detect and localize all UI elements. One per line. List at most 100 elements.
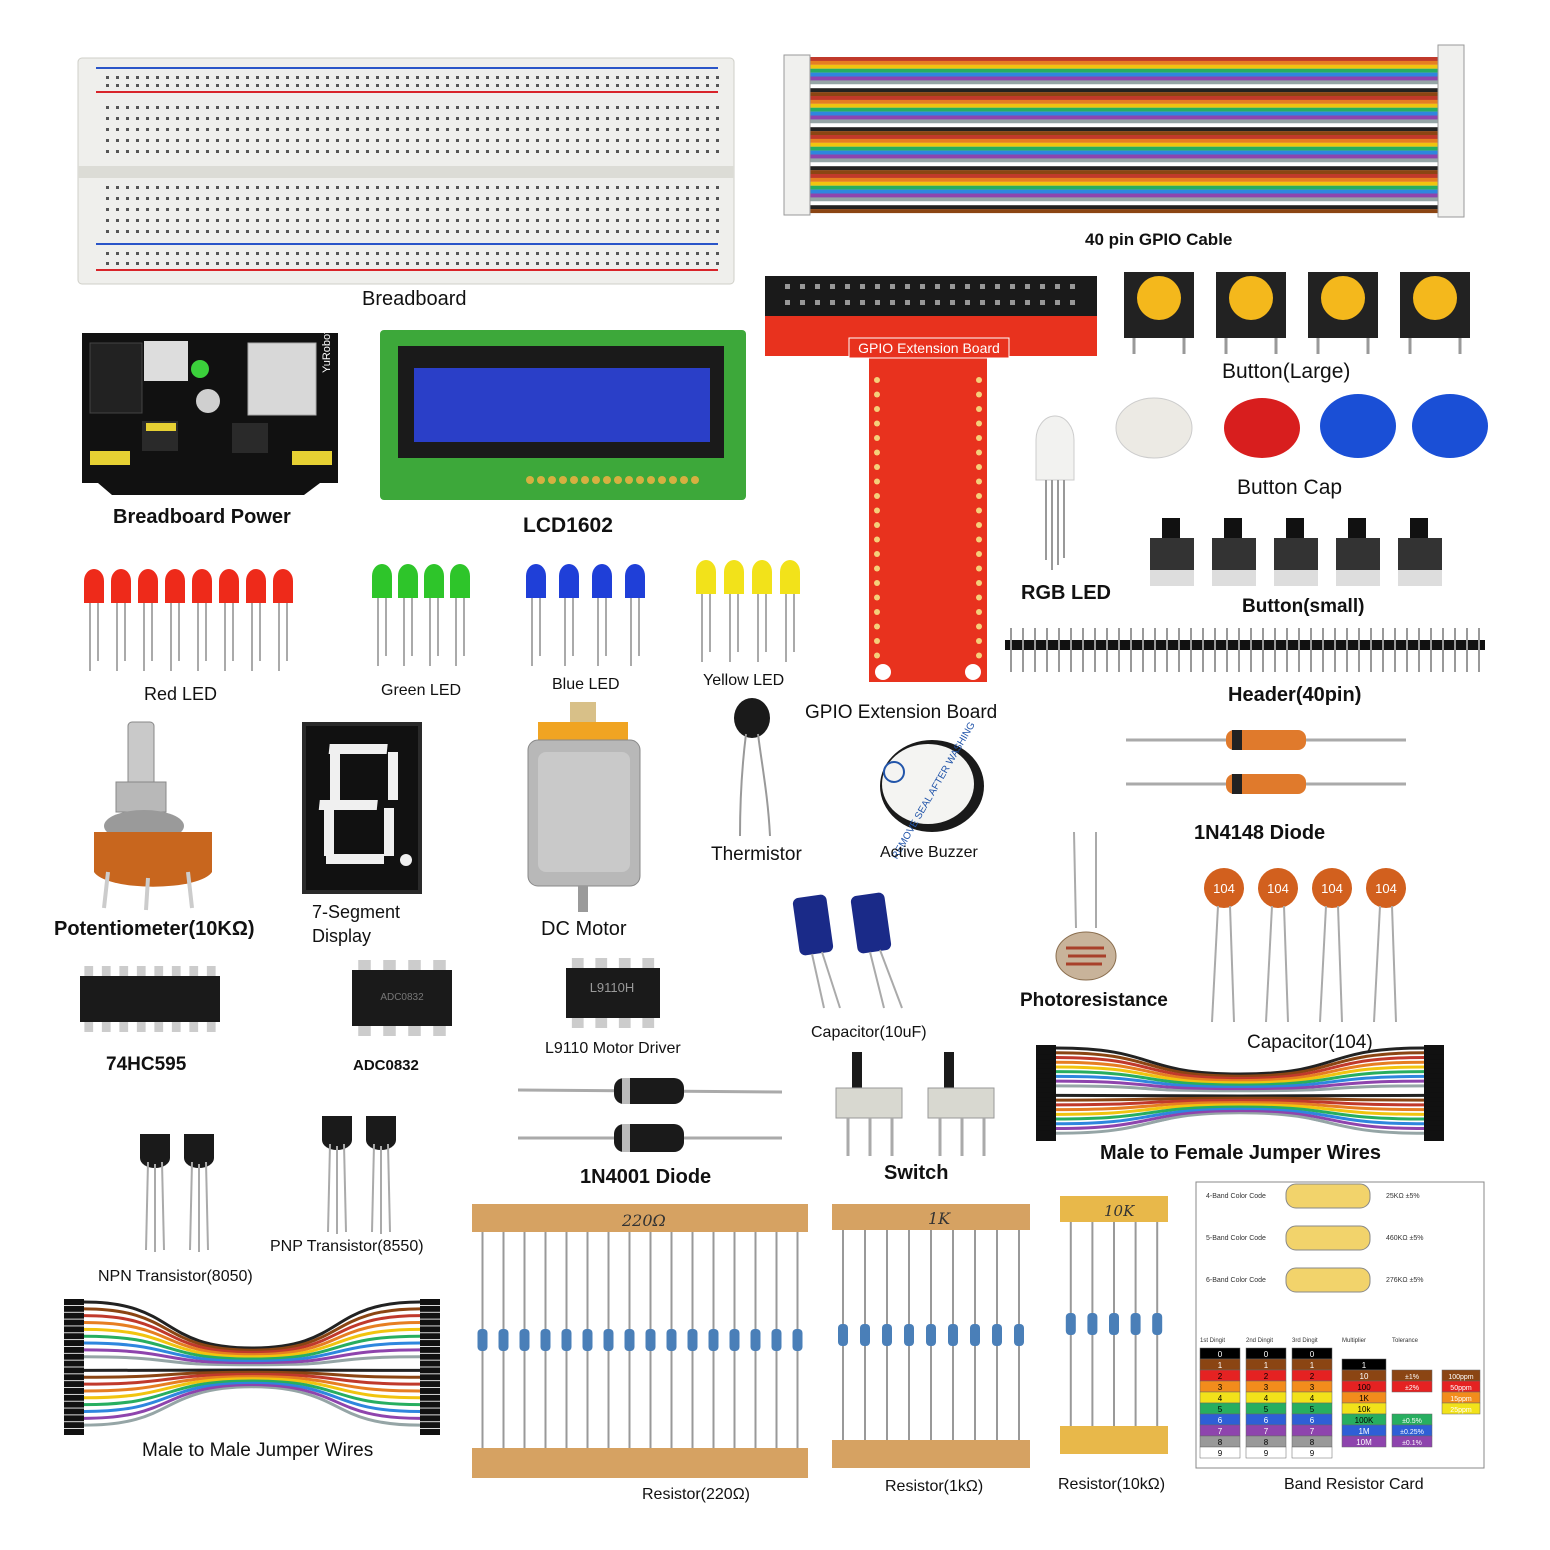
breadboard-hole (116, 117, 119, 120)
breadboard-hole (256, 197, 259, 200)
led (752, 560, 772, 594)
breadboard-hole (226, 76, 229, 79)
led (273, 569, 293, 603)
breadboard-hole (706, 76, 709, 79)
breadboard-hole (296, 262, 299, 265)
breadboard-hole (636, 117, 639, 120)
button-small-body (1398, 538, 1442, 574)
jumper-wire (1055, 1084, 1425, 1094)
breadboard-hole (376, 106, 379, 109)
ic-pin (433, 1026, 446, 1036)
breadboard-hole (556, 252, 559, 255)
breadboard-hole (356, 230, 359, 233)
breadboard-hole (556, 106, 559, 109)
rgb-led (1030, 410, 1080, 570)
ic-pin (154, 1022, 164, 1032)
breadboard-hole (586, 186, 589, 189)
band-card-digit: 6 (1264, 1416, 1269, 1425)
breadboard-hole (616, 219, 619, 222)
band-card-temp-text: 25ppm (1450, 1407, 1472, 1414)
resistor-1k-label: Resistor(1kΩ) (885, 1478, 984, 1495)
breadboard-hole (486, 230, 489, 233)
breadboard-hole (146, 76, 149, 79)
breadboard-hole (426, 219, 429, 222)
lcd-pin (548, 476, 556, 484)
jumper-connector (64, 1360, 84, 1367)
breadboard-hole (566, 219, 569, 222)
breadboard-hole (346, 117, 349, 120)
breadboard-hole (396, 262, 399, 265)
breadboard-hole (386, 150, 389, 153)
breadboard-hole (256, 128, 259, 131)
ic-pin (119, 966, 129, 976)
breadboard-hole (296, 117, 299, 120)
jumper-connector (1424, 1068, 1444, 1075)
breadboard-hole (546, 106, 549, 109)
breadboard-hole (346, 128, 349, 131)
breadboard-hole (576, 252, 579, 255)
breadboard-hole (586, 84, 589, 87)
breadboard-hole (676, 186, 679, 189)
breadboard-hole (366, 128, 369, 131)
band-card-digit: 7 (1264, 1427, 1269, 1436)
led (625, 564, 645, 598)
jumper-wire (83, 1386, 421, 1427)
breadboard-hole (326, 219, 329, 222)
jumper-connector (1424, 1130, 1444, 1137)
breadboard-hole (436, 219, 439, 222)
breadboard-hole (336, 219, 339, 222)
breadboard-hole (436, 117, 439, 120)
breadboard-hole (176, 84, 179, 87)
breadboard-hole (706, 106, 709, 109)
breadboard-hole (116, 230, 119, 233)
breadboard-hole (346, 230, 349, 233)
gpio-header-pin (905, 300, 910, 305)
breadboard-hole (456, 208, 459, 211)
ribbon-wire (810, 88, 1438, 93)
breadboard-hole (396, 84, 399, 87)
jumper-connector (420, 1408, 440, 1415)
gpio-header-pin (1040, 284, 1045, 289)
gpio-side-pin (976, 478, 982, 485)
breadboard-hole (376, 139, 379, 142)
breadboard-hole (616, 252, 619, 255)
breadboard-hole (676, 262, 679, 265)
breadboard-hole (606, 230, 609, 233)
capacitor-104-leg (1265, 905, 1273, 1023)
breadboard-hole (216, 252, 219, 255)
breadboard-hole (296, 197, 299, 200)
button-small-base (1212, 570, 1256, 586)
breadboard-hole (196, 252, 199, 255)
breadboard-hole (646, 117, 649, 120)
breadboard-hole (686, 186, 689, 189)
band-card-value: 460KΩ ±5% (1386, 1235, 1424, 1242)
breadboard-hole (236, 230, 239, 233)
breadboard-hole (286, 84, 289, 87)
jumper-connector (64, 1387, 84, 1394)
breadboard-hole (236, 84, 239, 87)
breadboard-hole (686, 84, 689, 87)
jumper-wire (1055, 1105, 1425, 1121)
diode-1n4148-graphic (1126, 730, 1406, 794)
breadboard-hole (626, 197, 629, 200)
breadboard-hole (316, 262, 319, 265)
jumper-wire (1055, 1103, 1425, 1116)
breadboard-hole (346, 139, 349, 142)
seven-segment-label-1: 7-Segment (312, 902, 401, 922)
breadboard-hole (356, 186, 359, 189)
ic-pin (618, 1018, 631, 1028)
breadboard-hole (196, 186, 199, 189)
breadboard-hole (506, 128, 509, 131)
breadboard-hole (426, 84, 429, 87)
lcd-pin (647, 476, 655, 484)
breadboard-hole (336, 197, 339, 200)
breadboard-hole (516, 208, 519, 211)
gpio-cable-label: 40 pin GPIO Cable (1085, 230, 1233, 249)
gpio-side-pin (874, 507, 880, 514)
lcd-pin (581, 476, 589, 484)
breadboard-hole (406, 197, 409, 200)
pin-header (1005, 628, 1485, 678)
breadboard-hole (246, 208, 249, 211)
breadboard-hole (236, 106, 239, 109)
breadboard-hole (646, 186, 649, 189)
